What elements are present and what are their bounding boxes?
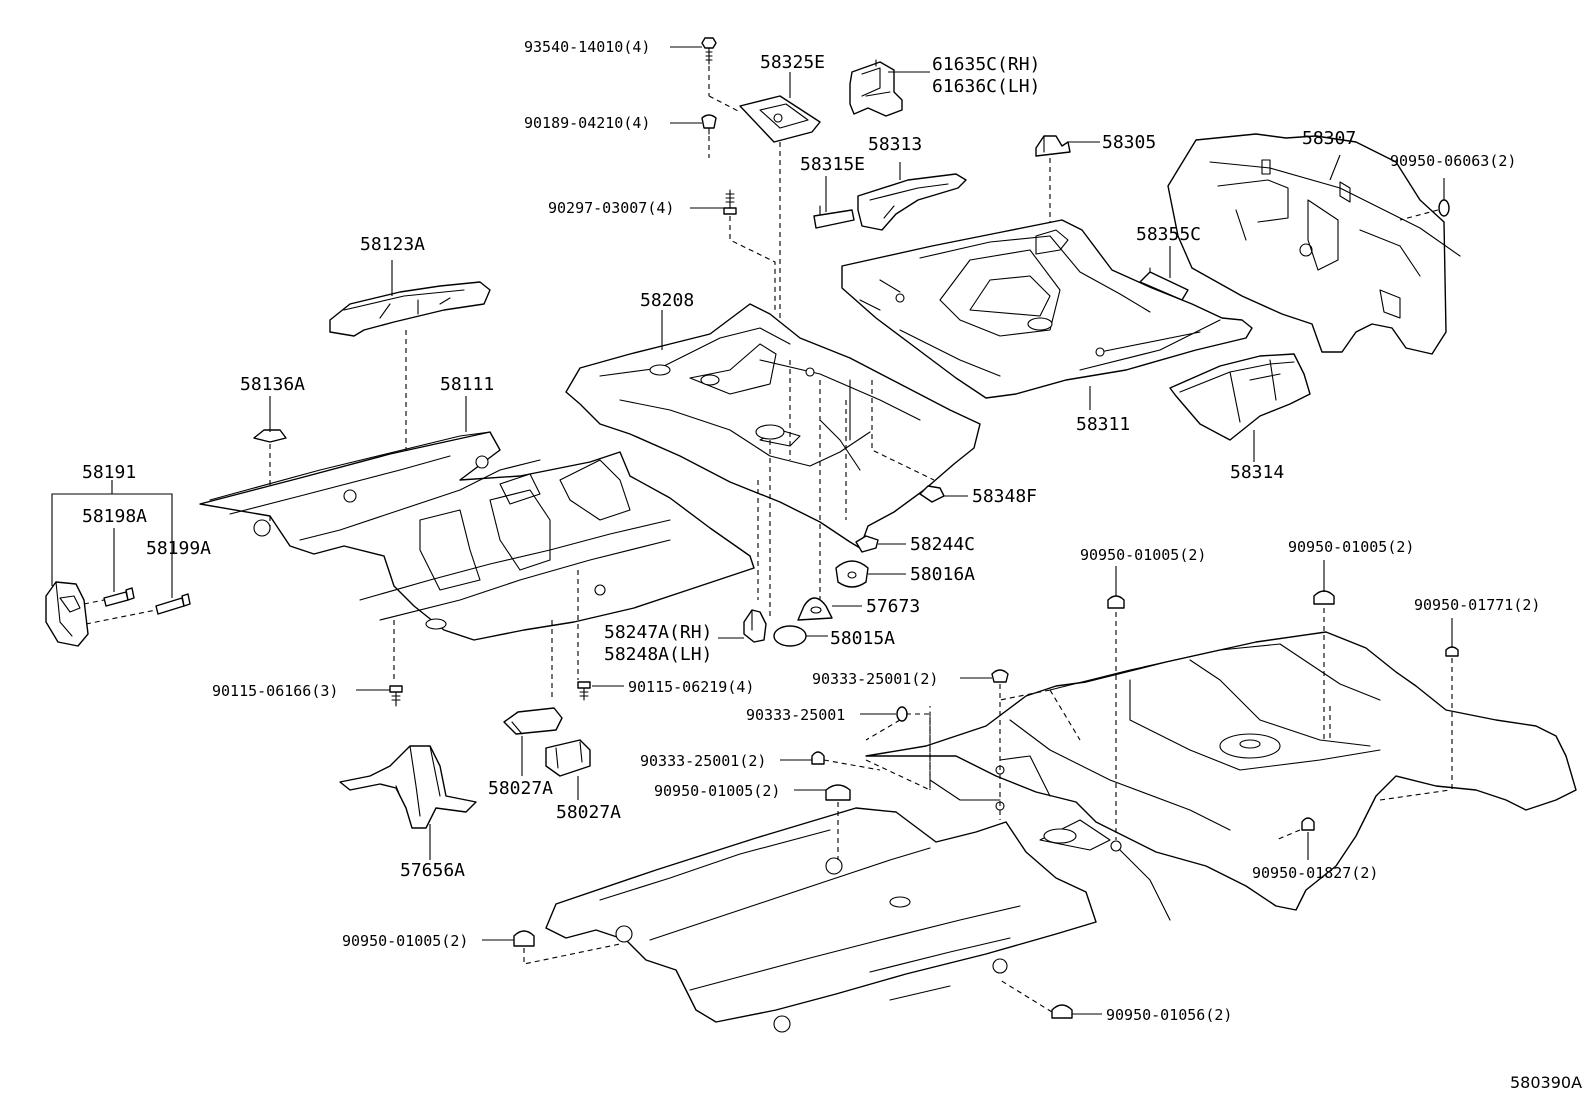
part-58136A-clip — [253, 429, 287, 443]
label-58348F: 58348F — [972, 486, 1037, 507]
part-58244C-clip — [855, 535, 879, 553]
label-58311: 58311 — [1076, 414, 1130, 435]
label-58313: 58313 — [868, 134, 922, 155]
label-58027A-a: 58027A — [488, 778, 553, 799]
label-90950-06063: 90950-06063(2) — [1390, 152, 1516, 170]
plug-90950-01056 — [1051, 1004, 1073, 1019]
label-90950-01056: 90950-01056(2) — [1106, 1006, 1232, 1024]
label-93540-14010: 93540-14010(4) — [524, 38, 650, 56]
label-58111: 58111 — [440, 374, 494, 395]
label-58191: 58191 — [82, 462, 136, 483]
label-57673: 57673 — [866, 596, 920, 617]
part-underbody-floor — [865, 631, 1577, 921]
label-90950-01005-a: 90950-01005(2) — [1080, 546, 1206, 564]
label-90189-04210: 90189-04210(4) — [524, 114, 650, 132]
label-58247A: 58247A(RH) — [604, 622, 712, 643]
label-90950-01005-d: 90950-01005(2) — [342, 932, 468, 950]
label-58355C: 58355C — [1136, 224, 1201, 245]
clip-90333-25001-c — [811, 751, 825, 765]
plug-90950-06063 — [1438, 199, 1450, 217]
label-58248A: 58248A(LH) — [604, 644, 712, 665]
part-58027A-bracket-b — [545, 739, 591, 777]
label-58314: 58314 — [1230, 462, 1284, 483]
part-58123A-bracket — [329, 281, 491, 337]
label-90333-25001-a: 90333-25001(2) — [812, 670, 938, 688]
label-57656A: 57656A — [400, 860, 465, 881]
label-90950-01771: 90950-01771(2) — [1414, 596, 1540, 614]
part-lower-front-floor — [545, 807, 1097, 1033]
part-58348F-clip — [919, 485, 945, 503]
bolt-58198A — [103, 587, 135, 607]
plug-90950-01005-c — [825, 784, 851, 801]
part-58305-bracket — [1035, 135, 1071, 157]
label-58123A: 58123A — [360, 234, 425, 255]
label-61636C: 61636C(LH) — [932, 76, 1040, 97]
part-58111-front-floor — [199, 431, 755, 641]
label-61635C: 61635C(RH) — [932, 54, 1040, 75]
label-90950-01827: 90950-01827(2) — [1252, 864, 1378, 882]
bolt-90115-06219 — [577, 681, 591, 701]
bolt-93540 — [701, 37, 717, 65]
part-57656A-bracket — [339, 745, 477, 829]
part-58315E-bracket — [813, 205, 855, 229]
plug-90950-01005-d — [513, 930, 535, 947]
label-90950-01005-c: 90950-01005(2) — [654, 782, 780, 800]
label-90115-06166: 90115-06166(3) — [212, 682, 338, 700]
label-58307: 58307 — [1302, 128, 1356, 149]
label-58198A: 58198A — [82, 506, 147, 527]
labels: 93540-14010(4) 58325E 61635C(RH) 61636C(… — [82, 38, 1582, 1092]
clip-90333-25001-a — [991, 669, 1009, 683]
plug-90950-01827 — [1301, 817, 1315, 831]
label-90950-01005-b: 90950-01005(2) — [1288, 538, 1414, 556]
bolt-90297 — [723, 189, 737, 215]
label-58244C: 58244C — [910, 534, 975, 555]
part-58325E-plate — [739, 95, 821, 143]
label-90333-25001-b: 90333-25001 — [746, 706, 845, 724]
diagram-code: 580390A — [1510, 1073, 1582, 1092]
label-58136A: 58136A — [240, 374, 305, 395]
part-57673-grommet — [797, 597, 833, 621]
plug-90950-01005-b — [1313, 590, 1335, 605]
label-90333-25001-c: 90333-25001(2) — [640, 752, 766, 770]
bolt-58199A — [155, 593, 191, 615]
part-58307-rear-panel — [1167, 133, 1461, 355]
plug-90950-01005-a — [1107, 595, 1125, 609]
label-90115-06219: 90115-06219(4) — [628, 678, 754, 696]
part-58016A-plug — [835, 560, 869, 588]
part-58191-bracket — [45, 581, 89, 647]
label-58016A: 58016A — [910, 564, 975, 585]
label-58208: 58208 — [640, 290, 694, 311]
plug-90950-01771 — [1445, 646, 1459, 657]
clip-90333-25001-b — [896, 706, 908, 722]
label-58027A-b: 58027A — [556, 802, 621, 823]
label-90297-03007: 90297-03007(4) — [548, 199, 674, 217]
part-61635C-bracket — [849, 59, 903, 117]
bolt-90115-06166 — [389, 685, 403, 707]
clip-90189 — [701, 114, 717, 135]
label-58315E: 58315E — [800, 154, 865, 175]
part-58015A-plug — [773, 625, 807, 647]
label-58305: 58305 — [1102, 132, 1156, 153]
label-58015A: 58015A — [830, 628, 895, 649]
part-58313-bracket — [857, 173, 967, 231]
part-58027A-bracket-a — [503, 707, 563, 735]
label-58325E: 58325E — [760, 52, 825, 73]
label-58199A: 58199A — [146, 538, 211, 559]
part-58314-bracket — [1169, 353, 1311, 441]
part-58247A-bracket — [743, 609, 767, 643]
part-58311-rear-floor — [841, 219, 1253, 399]
